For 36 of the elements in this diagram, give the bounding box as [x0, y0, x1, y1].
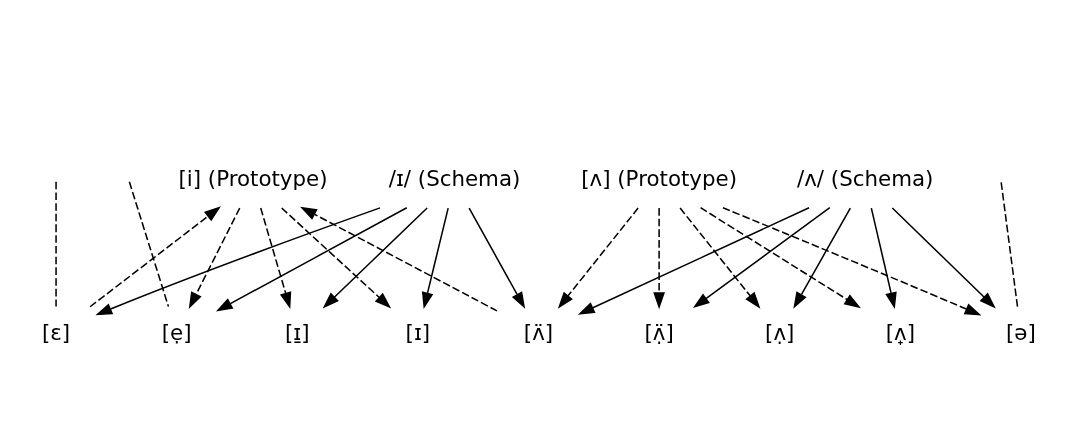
arrow	[699, 206, 861, 309]
node-text: [ɛ]	[41, 320, 71, 346]
node-text: [ẹ]	[161, 320, 192, 346]
arrow	[577, 206, 810, 315]
arrow	[95, 207, 381, 316]
arrow	[557, 207, 639, 309]
arrow	[891, 207, 996, 309]
arrow	[870, 207, 897, 310]
node-text: [ʌ̟]	[885, 320, 915, 346]
arrow	[259, 207, 292, 310]
arrow	[679, 207, 761, 309]
node-text: [ɪ̱]	[284, 320, 310, 346]
arrow	[300, 206, 498, 312]
node-text: /ɪ/ (Schema)	[388, 165, 521, 191]
connector	[55, 181, 57, 308]
node-text: [ʌ] (Prototype)	[581, 165, 738, 191]
connector	[1000, 181, 1019, 308]
arrow	[653, 207, 665, 310]
arrow	[468, 207, 526, 309]
node-text: [ʌ̈]	[523, 320, 554, 346]
arrow	[722, 207, 982, 316]
arrow	[421, 207, 449, 310]
connector	[128, 181, 170, 308]
arrow	[89, 206, 221, 308]
arrow	[188, 207, 241, 309]
node-text: [ə]	[1006, 320, 1036, 346]
node-text: [ɪ]	[405, 320, 431, 346]
arrow	[280, 207, 392, 309]
arrow	[692, 206, 831, 309]
node-text: [ʌ̣̈]	[644, 320, 674, 346]
arrow	[322, 207, 428, 309]
node-text: /ʌ/ (Schema)	[797, 165, 934, 191]
node-text: [i] (Prototype)	[178, 165, 328, 191]
arrow	[793, 207, 852, 309]
node-text: [ʌ̣]	[765, 320, 795, 346]
arrow	[215, 206, 408, 312]
